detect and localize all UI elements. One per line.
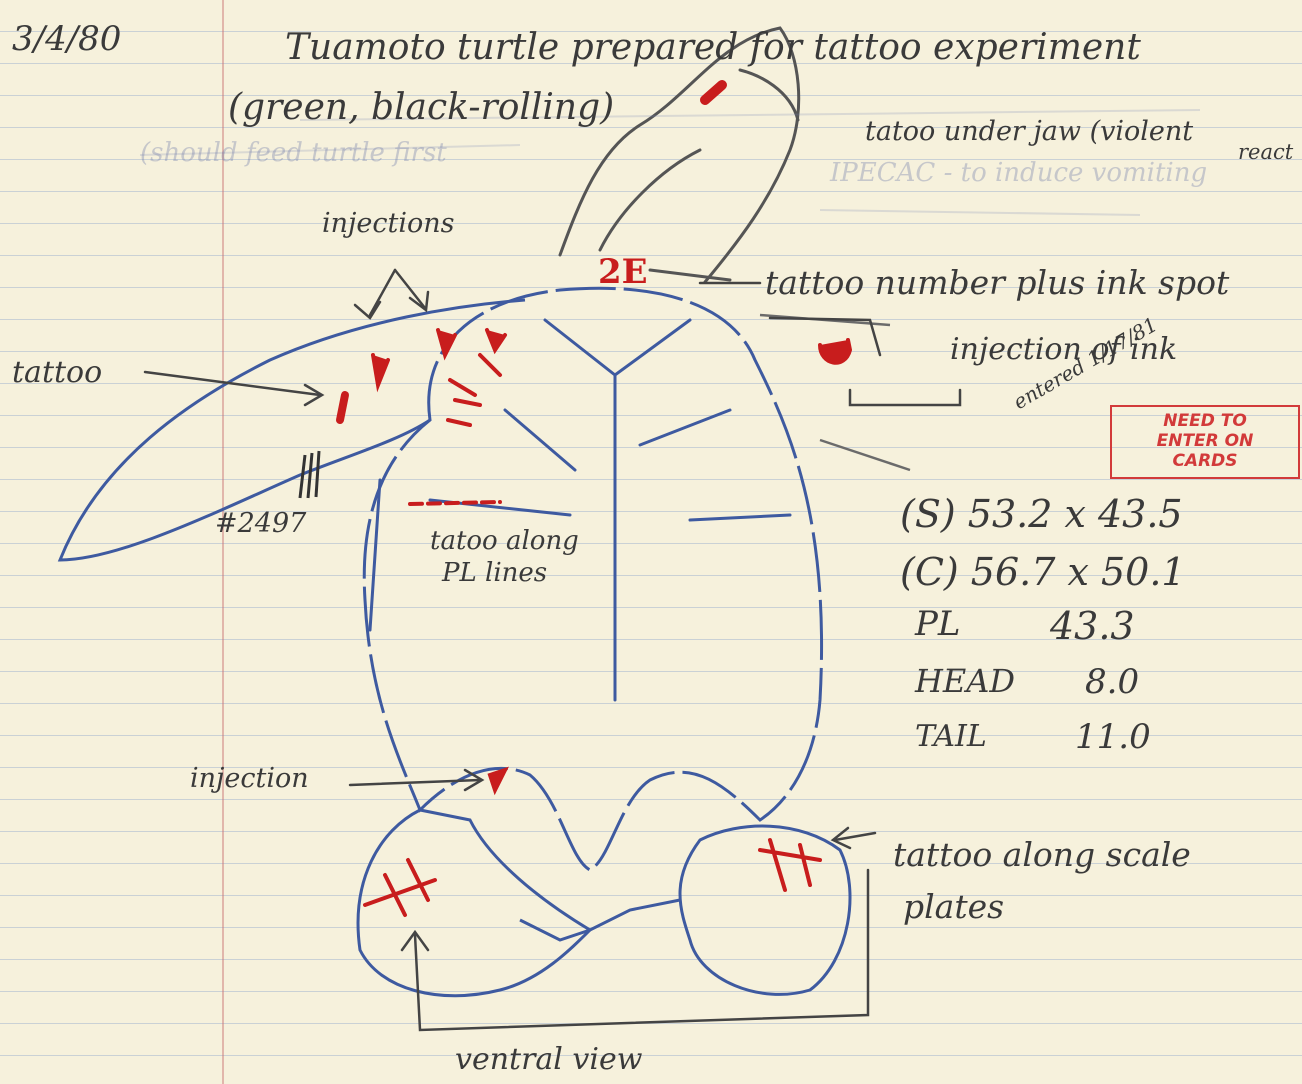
measure-tail-value: 11.0 [1075,720,1151,754]
measure-tail-label: TAIL [915,722,987,752]
measure-pl-label: PL [915,607,960,641]
entry-title-line1: Tuamoto turtle prepared for tattoo exper… [285,30,1141,66]
label-scale-plates-1: tattoo along scale [893,838,1191,871]
faded-text-2: IPECAC - to induce vomiting [830,160,1207,186]
need-to-enter-stamp: NEED TO ENTER ON CARDS [1110,405,1300,479]
right-flipper-outline [760,315,910,470]
label-pl-lines-1: tatoo along [430,528,579,554]
label-ventral-view: ventral view [455,1045,642,1075]
flipper-tag [300,451,319,498]
entry-title-line2: (green, black-rolling) [228,90,614,126]
label-injections: injections [322,210,454,237]
entry-date: 3/4/80 [12,22,121,56]
measure-curved: (C) 56.7 x 50.1 [900,553,1186,591]
measure-head-value: 8.0 [1085,665,1139,699]
label-scale-plates-2: plates [903,890,1004,923]
label-under-jaw-cont: react [1238,142,1293,163]
label-tattoo: tattoo [12,358,102,388]
stamp-line1: NEED TO [1112,411,1298,431]
faded-text-1: (should feed turtle first [140,140,447,166]
annotation-arrows [145,270,960,1030]
stamp-line3: CARDS [1112,451,1298,471]
label-tag-number: #2497 [215,510,306,537]
measure-pl-value: 43.3 [1050,607,1135,645]
stamp-line2: ENTER ON [1112,431,1298,451]
label-under-jaw: tatoo under jaw (violent [865,118,1193,145]
label-pl-lines-2: PL lines [442,560,547,586]
measure-head-label: HEAD [915,665,1015,697]
label-injection: injection [190,765,309,792]
label-tattoo-number-ink: tattoo number plus ink spot [765,266,1229,299]
rear-flippers [358,810,850,996]
head-tattoo-number: 2E [598,255,648,289]
measure-straight: (S) 53.2 x 43.5 [900,495,1183,533]
